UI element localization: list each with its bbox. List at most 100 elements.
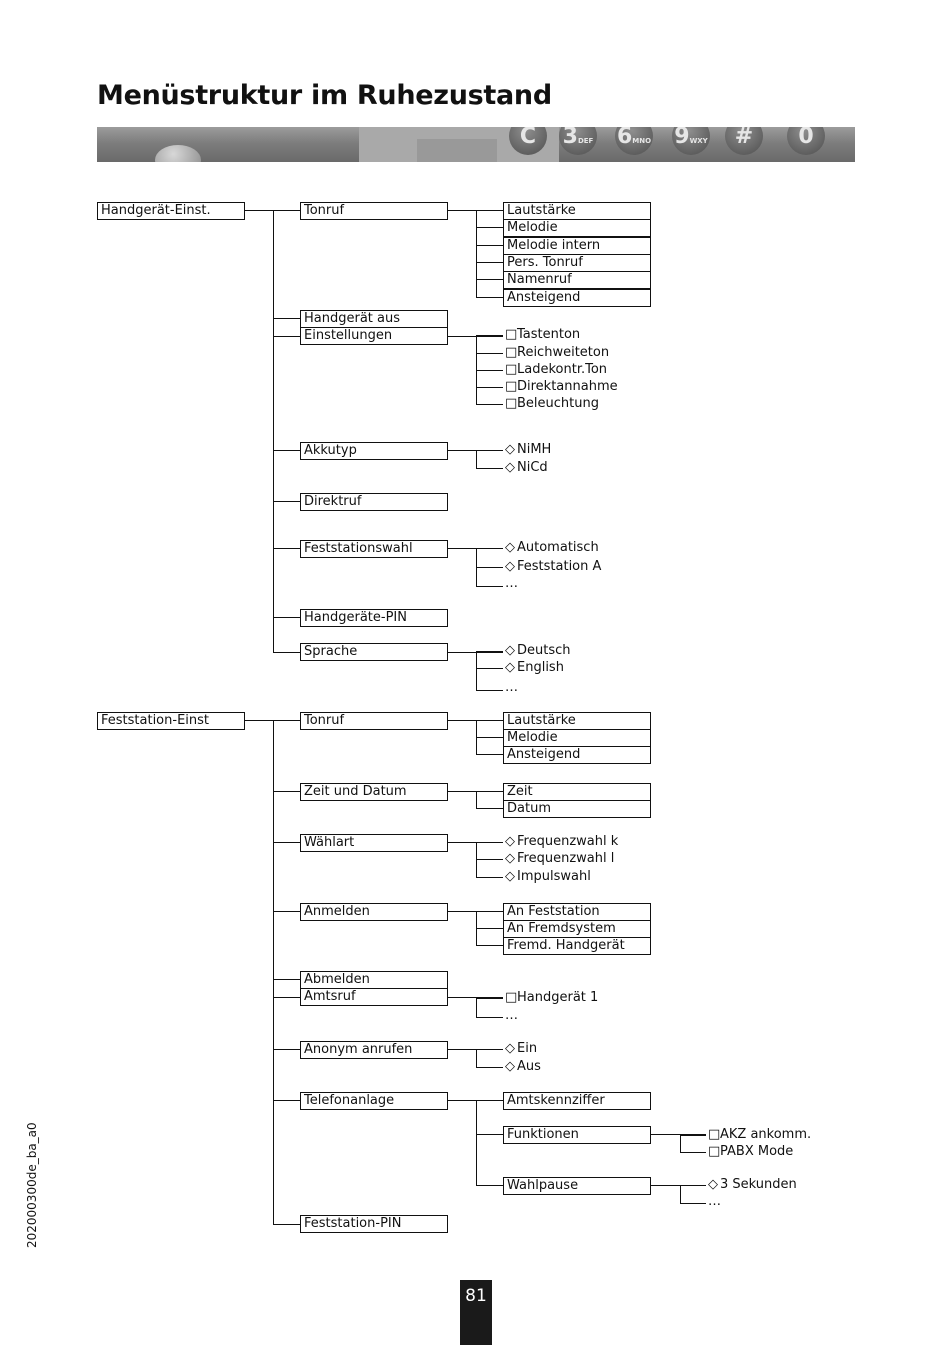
menu-level2-item: Handgerät aus	[300, 310, 448, 328]
menu-level2-item: Einstellungen	[300, 327, 448, 345]
option-item: □Handgerät 1	[505, 990, 598, 1006]
connector-line	[476, 652, 477, 690]
connector-line	[476, 1185, 503, 1186]
option-item: ◇Automatisch	[505, 540, 599, 556]
connector-line	[273, 911, 300, 912]
connector-line	[476, 651, 503, 652]
option-label: NiCd	[517, 460, 548, 475]
option-label: Reichweiteton	[517, 345, 610, 360]
connector-line	[448, 652, 503, 653]
menu-level3-item: Lautstärke	[503, 712, 651, 730]
radio-diamond-icon: ◇	[505, 442, 515, 457]
radio-diamond-icon: ◇	[505, 1059, 515, 1074]
connector-line	[476, 737, 503, 738]
connector-line	[476, 210, 503, 211]
option-item: ◇English	[505, 660, 564, 676]
connector-line	[448, 450, 503, 451]
connector-line	[448, 791, 503, 792]
option-label: …	[708, 1194, 721, 1209]
connector-line	[476, 279, 503, 280]
connector-line	[680, 1135, 706, 1136]
connector-line	[273, 318, 300, 319]
option-label: Handgerät 1	[517, 990, 599, 1005]
menu-level2-item: Anmelden	[300, 903, 448, 921]
connector-line	[476, 668, 503, 669]
connector-line	[245, 720, 300, 721]
checkbox-icon: □	[505, 396, 518, 411]
menu-level3-item: Funktionen	[503, 1126, 651, 1144]
option-item: □Direktannahme	[505, 379, 618, 395]
connector-line	[476, 877, 503, 878]
menu-level3-item: Melodie intern	[503, 237, 651, 255]
key-9: 9WXY	[672, 127, 710, 155]
option-label: Frequenzwahl l	[517, 851, 615, 866]
menu-level1-item: Handgerät-Einst.	[97, 202, 245, 220]
connector-line	[476, 262, 503, 263]
phone-display-inner	[417, 139, 497, 162]
option-label: Direktannahme	[517, 379, 618, 394]
connector-line	[476, 548, 503, 549]
option-label: …	[505, 1008, 518, 1023]
option-label: PABX Mode	[720, 1144, 794, 1159]
connector-line	[651, 1185, 706, 1186]
radio-diamond-icon: ◇	[505, 460, 515, 475]
connector-line	[680, 1185, 681, 1203]
option-item: …	[505, 1008, 518, 1024]
option-label: Feststation A	[517, 559, 602, 574]
connector-line	[273, 210, 274, 652]
connector-line	[476, 998, 503, 999]
option-item: ◇NiMH	[505, 442, 551, 458]
connector-line	[680, 1152, 706, 1153]
connector-line	[476, 245, 503, 246]
radio-diamond-icon: ◇	[505, 851, 515, 866]
option-label: Deutsch	[517, 643, 571, 658]
option-label: Ladekontr.Ton	[517, 362, 608, 377]
connector-line	[476, 335, 503, 336]
checkbox-icon: □	[505, 362, 518, 377]
menu-level2-item: Akkutyp	[300, 442, 448, 460]
connector-line	[273, 1224, 300, 1225]
connector-line	[476, 808, 503, 809]
option-item: □Reichweiteton	[505, 345, 609, 361]
menu-level2-item: Tonruf	[300, 712, 448, 730]
option-label: …	[505, 576, 518, 591]
page-number: 81	[460, 1280, 492, 1345]
menu-level2-item: Tonruf	[300, 202, 448, 220]
option-item: □Beleuchtung	[505, 396, 599, 412]
connector-line	[476, 468, 503, 469]
connector-line	[476, 1049, 503, 1050]
connector-line	[273, 450, 300, 451]
option-item: ◇3 Sekunden	[708, 1177, 797, 1193]
connector-line	[273, 979, 300, 980]
connector-line	[476, 370, 503, 371]
connector-line	[448, 336, 503, 337]
option-label: Aus	[517, 1059, 541, 1074]
connector-line	[476, 911, 503, 912]
connector-line	[476, 586, 503, 587]
menu-level2-item: Sprache	[300, 643, 448, 661]
connector-line	[651, 1134, 706, 1135]
menu-level3-item: Pers. Tonruf	[503, 254, 651, 272]
connector-line	[448, 911, 503, 912]
menu-level2-item: Abmelden	[300, 971, 448, 989]
checkbox-icon: □	[505, 345, 518, 360]
connector-line	[476, 227, 503, 228]
connector-line	[476, 387, 503, 388]
round-button-icon	[155, 145, 201, 162]
option-item: □PABX Mode	[708, 1144, 793, 1160]
option-label: AKZ ankomm.	[720, 1127, 812, 1142]
connector-line	[273, 791, 300, 792]
connector-line	[680, 1203, 706, 1204]
menu-level3-item: Melodie	[503, 729, 651, 747]
option-label: Automatisch	[517, 540, 599, 555]
connector-line	[273, 617, 300, 618]
menu-level2-item: Zeit und Datum	[300, 783, 448, 801]
radio-diamond-icon: ◇	[505, 869, 515, 884]
key-3: 3DEF	[559, 127, 597, 155]
menu-level3-item: An Feststation	[503, 903, 651, 921]
option-label: …	[505, 680, 518, 695]
connector-line	[680, 1185, 706, 1186]
connector-line	[476, 297, 503, 298]
menu-level3-item: Melodie	[503, 219, 651, 237]
connector-line	[476, 1017, 503, 1018]
